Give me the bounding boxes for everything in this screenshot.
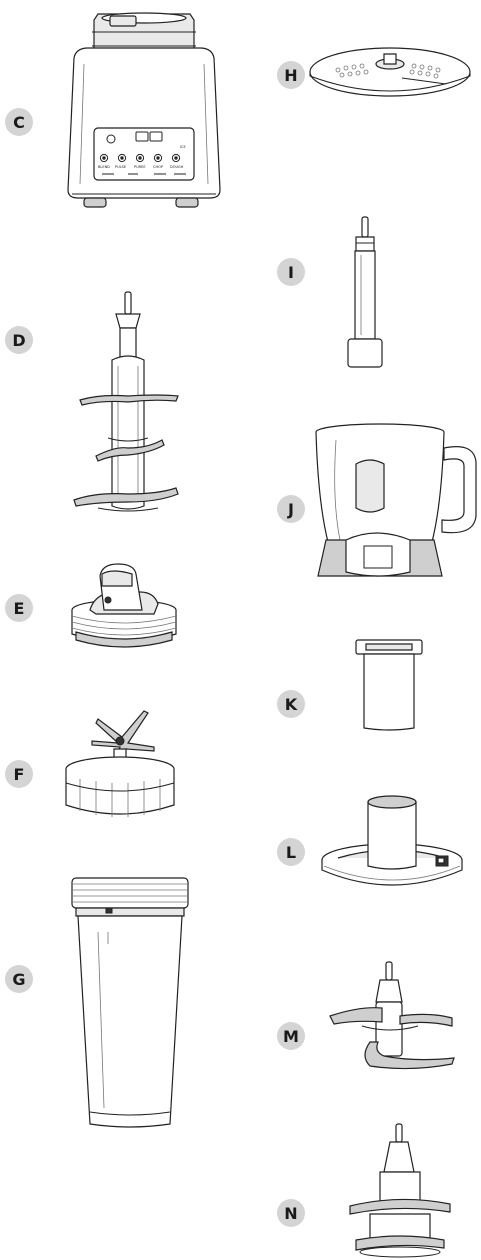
part-label-f: F bbox=[5, 760, 33, 788]
control-label-ice: ICE bbox=[180, 145, 186, 149]
control-label-chop: CHOP bbox=[153, 165, 163, 169]
cup-blade-assembly-icon bbox=[60, 705, 180, 825]
part-label-k: K bbox=[277, 690, 305, 718]
dough-blade-icon bbox=[340, 1122, 460, 1258]
chopping-blade-icon bbox=[320, 960, 460, 1078]
part-label-m: M bbox=[277, 1022, 305, 1050]
part-label-e: E bbox=[5, 594, 33, 622]
spout-lid-icon bbox=[68, 560, 180, 660]
control-label-blend: BLEND bbox=[98, 165, 110, 169]
part-label-j: J bbox=[277, 495, 305, 523]
slicing-disc-icon bbox=[308, 40, 472, 102]
control-label-puree: PUREE bbox=[134, 165, 146, 169]
food-processor-lid-icon bbox=[318, 790, 470, 892]
disc-adapter-icon bbox=[340, 215, 390, 370]
part-label-h: H bbox=[277, 61, 305, 89]
control-label-dough: DOUGH bbox=[170, 165, 184, 169]
blender-motor-base-icon: BLEND PULSE PUREE CHOP DOUGH ICE bbox=[58, 8, 230, 213]
stacked-blade-assembly-icon bbox=[68, 290, 188, 520]
feed-chute-pusher-icon bbox=[354, 638, 424, 734]
part-label-d: D bbox=[5, 326, 33, 354]
single-serve-cup-icon bbox=[68, 872, 192, 1132]
part-label-c: C bbox=[5, 108, 33, 136]
part-label-n: N bbox=[277, 1199, 305, 1227]
part-label-l: L bbox=[277, 838, 305, 866]
control-label-pulse: PULSE bbox=[115, 165, 126, 169]
part-label-g: G bbox=[5, 965, 33, 993]
part-label-i: I bbox=[277, 258, 305, 286]
food-processor-bowl-icon bbox=[312, 420, 481, 584]
